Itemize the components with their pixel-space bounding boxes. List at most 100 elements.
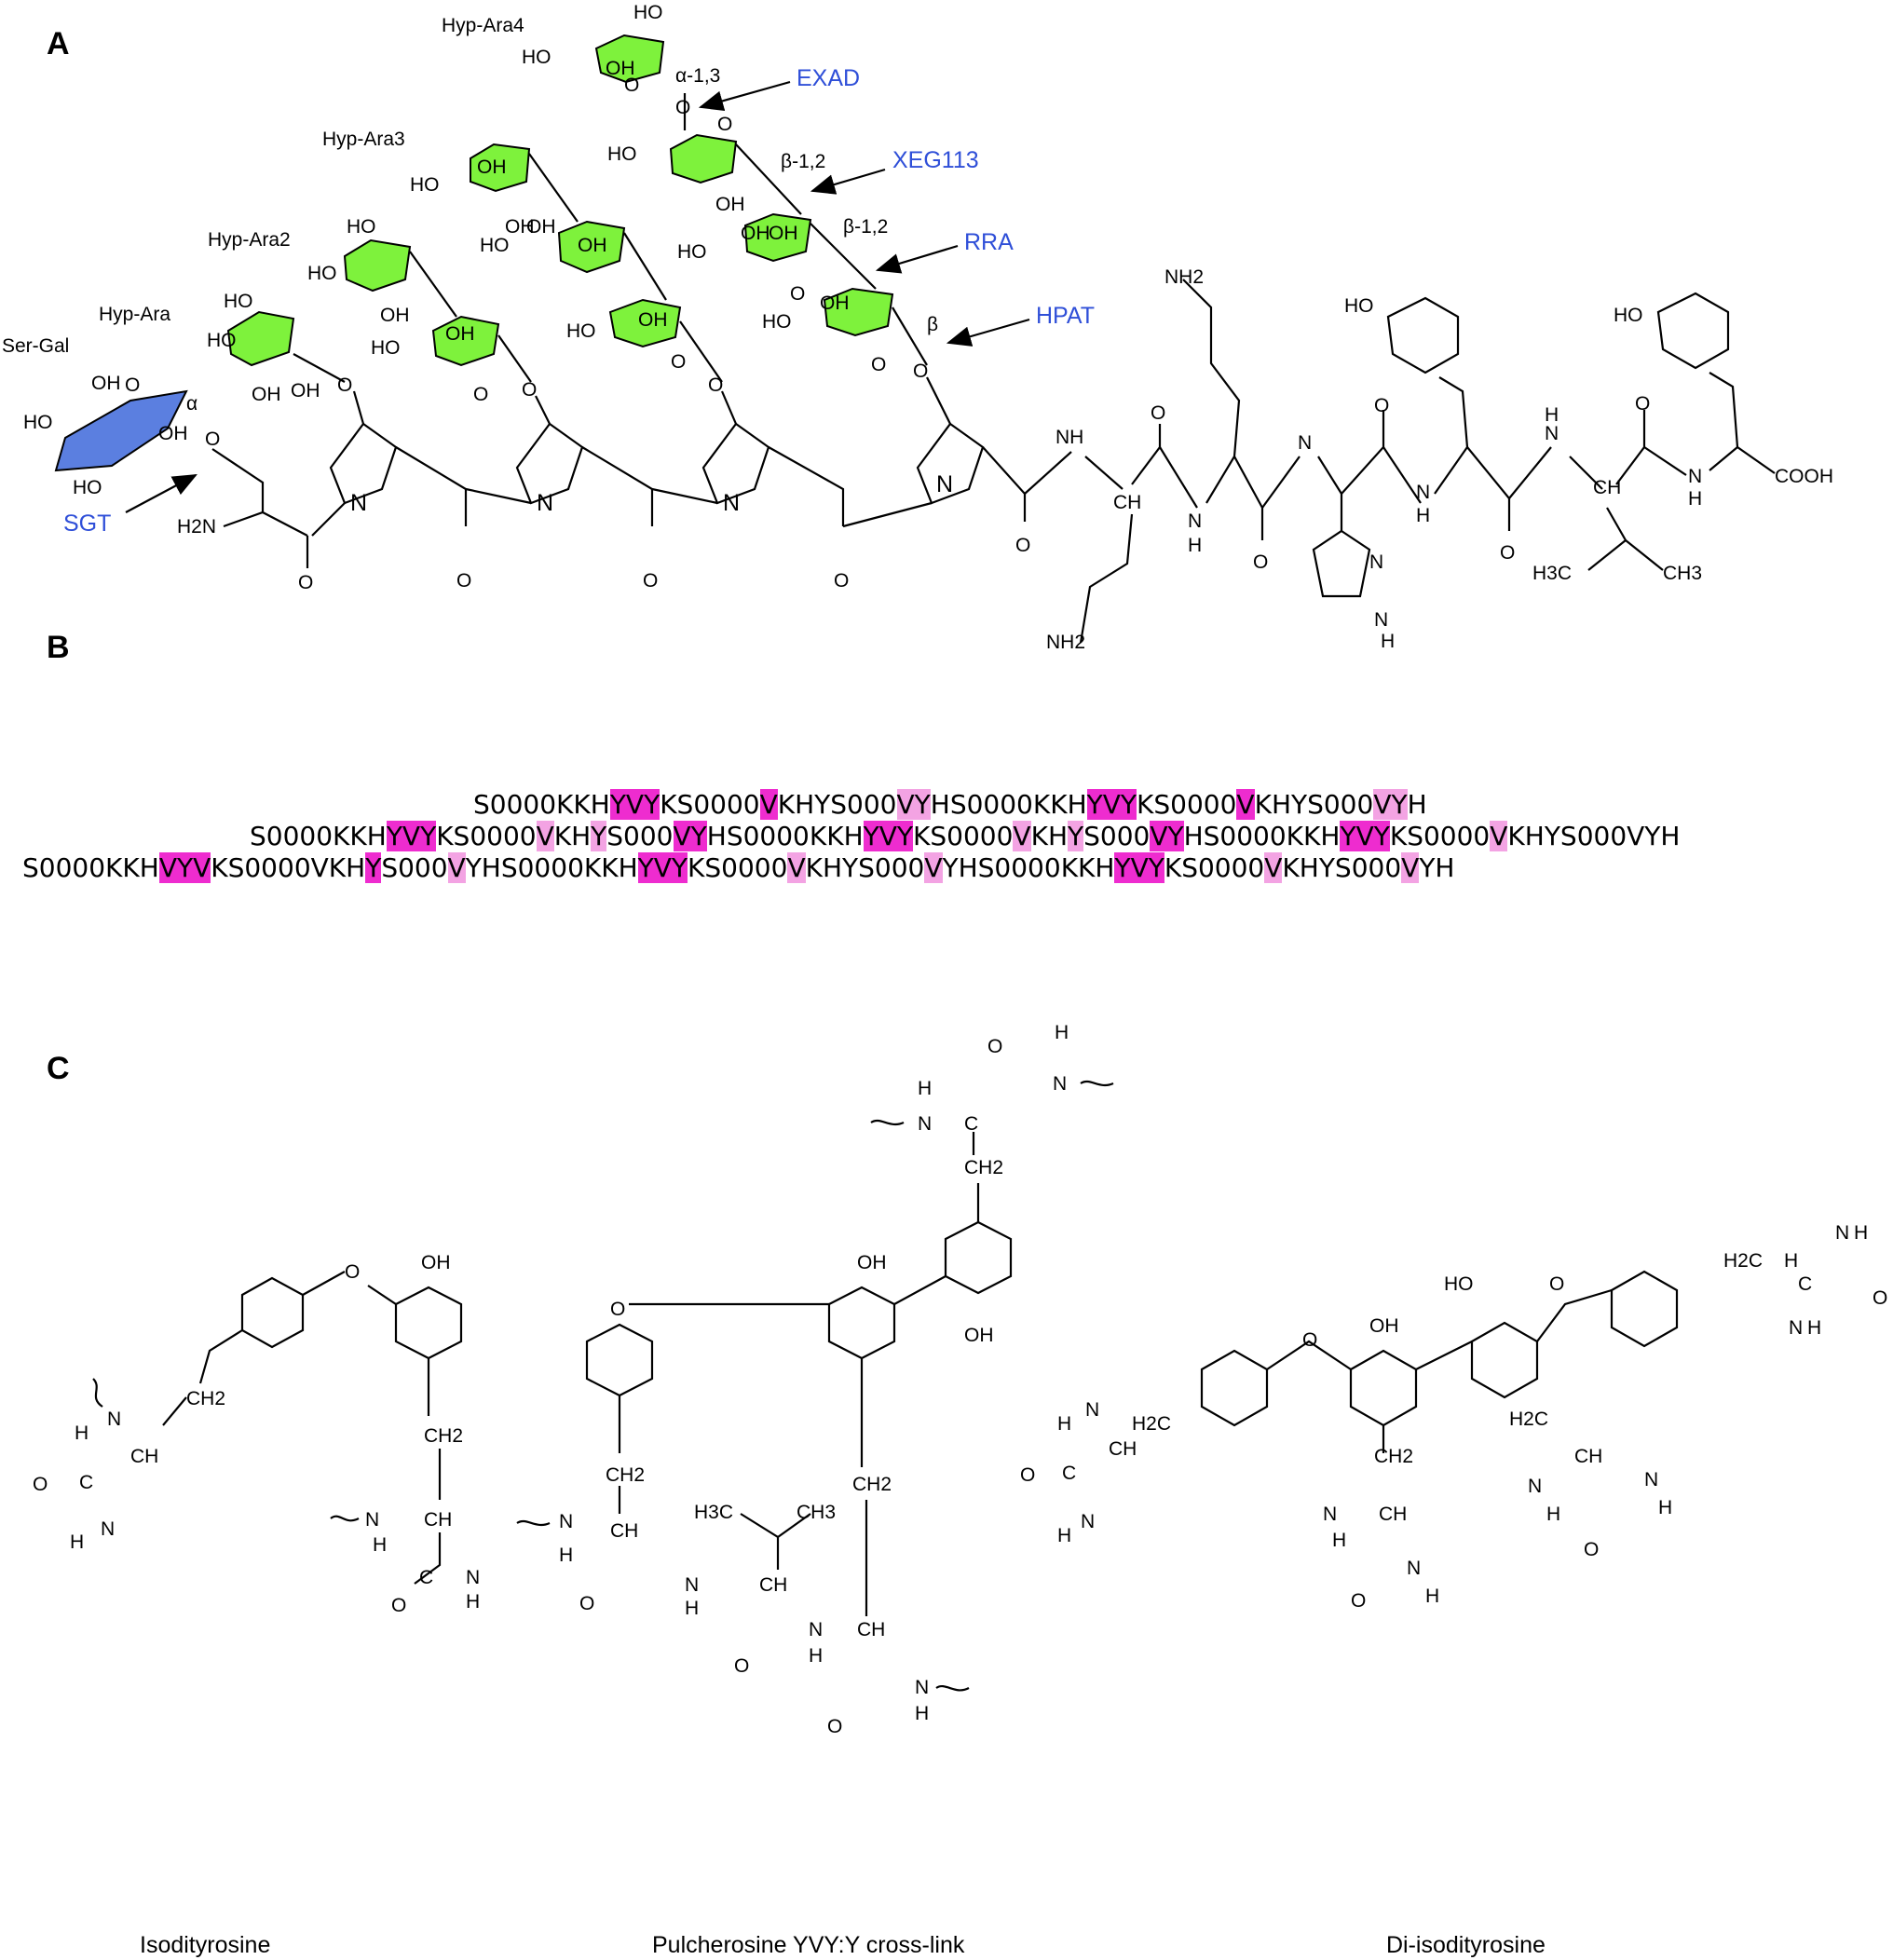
hyp3-n: N xyxy=(723,490,740,516)
panel-label-c: C xyxy=(47,1051,70,1086)
iso-n-r: N xyxy=(365,1509,379,1531)
di-h2c-a: H2C xyxy=(1723,1250,1763,1272)
pul-o-c: O xyxy=(827,1716,842,1737)
sequence-segment: S0000KKH xyxy=(250,821,387,851)
sequence-segment: V xyxy=(447,852,466,883)
pulcherosine-structure: OH OH O CH2 CH N H O N H CH H3C CH3 O N … xyxy=(516,1022,1114,1737)
ara4b-oh: OH xyxy=(715,194,745,215)
ara3b-oh2: OH xyxy=(578,235,607,256)
iso-ch-l: CH xyxy=(130,1446,158,1467)
di-h-h: H xyxy=(1546,1504,1560,1525)
hyp4-o: O xyxy=(913,361,928,382)
sequence-segment: V xyxy=(1401,852,1420,883)
hyp2-carbonyl-o: O xyxy=(643,570,658,592)
di-isodityrosine-structure: O O OH HO H2C H C N H O N H H2C CH N H O… xyxy=(1020,1222,1887,1612)
sequence-segment: VY xyxy=(1373,789,1408,820)
di-o1: O xyxy=(1302,1329,1317,1351)
iso-n2-r: N xyxy=(466,1567,480,1588)
sequence-segment: V xyxy=(1264,852,1283,883)
sequence-segment: VYV xyxy=(158,852,211,883)
ara4-ring-o: O xyxy=(624,75,639,96)
panel-a-structure: Ser-Gal Hyp-Ara Hyp-Ara2 Hyp-Ara3 Hyp-Ar… xyxy=(2,2,1833,653)
di-n-f: N xyxy=(1407,1558,1421,1579)
di-ch-c: CH xyxy=(1379,1504,1407,1525)
hyp-1: N O O xyxy=(311,374,471,592)
sequence-segment: KS0000 xyxy=(1164,852,1265,883)
ara4d-o: O xyxy=(871,354,886,375)
sequence-segment: Y xyxy=(365,852,382,883)
hyp-4: N O O xyxy=(842,361,1030,556)
di-ch-d: CH xyxy=(1574,1446,1602,1467)
di-h-c: H xyxy=(1807,1317,1821,1339)
sequence-segment: VY xyxy=(673,821,707,851)
ara-chain-1: HO HO OH OH xyxy=(207,291,346,405)
ara-chain-4: HO HO OH O α-1,3 O HO O OH β-1,2 HO OH O… xyxy=(522,2,938,375)
ara4b-o: O xyxy=(717,114,732,135)
ara2b-oh: OH xyxy=(445,323,475,345)
galactose-ring xyxy=(54,389,188,472)
di-h-f: H xyxy=(1332,1530,1346,1551)
pep-o1: O xyxy=(1151,402,1165,424)
caption-pulcherosine: Pulcherosine YVY:Y cross-link xyxy=(652,1932,965,1958)
sequence-segment: KHYS000 xyxy=(1254,789,1374,820)
pep-cooh: COOH xyxy=(1775,466,1833,487)
sequence-segment: YVY xyxy=(1340,821,1390,851)
pul-n-b: N xyxy=(685,1574,699,1596)
his-n2: N xyxy=(1374,609,1388,631)
ara4-oh-top: HO xyxy=(633,2,663,23)
iso-o-l: O xyxy=(33,1474,48,1495)
pep-o5: O xyxy=(1635,393,1650,415)
label-hyp-ara: Hyp-Ara xyxy=(99,304,170,325)
sequence-segment: KS0000 xyxy=(1137,789,1237,820)
di-ho: HO xyxy=(1444,1273,1474,1295)
sequence-segment: HS0000KKH xyxy=(1183,821,1341,851)
panel-label-a: A xyxy=(47,26,70,61)
sequence-segment: KS0000 xyxy=(1389,821,1491,851)
pul-ch2-a: CH2 xyxy=(606,1464,645,1486)
di-h-b: H xyxy=(1854,1222,1868,1244)
di-h-i: H xyxy=(1658,1497,1672,1518)
di-o-b: O xyxy=(1020,1464,1035,1486)
ara3b-oh: OH xyxy=(526,216,556,238)
iso-ch2-l: CH2 xyxy=(186,1388,225,1409)
link-beta12-b: β-1,2 xyxy=(843,216,888,238)
hyp-3: N O O xyxy=(651,374,849,592)
pul-ch2-c: CH2 xyxy=(852,1474,892,1495)
gal-oh-right: OH xyxy=(158,423,188,444)
label-hyp-ara2: Hyp-Ara2 xyxy=(208,229,291,251)
hyp1-n: N xyxy=(350,490,367,516)
di-o2: O xyxy=(1549,1273,1564,1295)
di-h-g: H xyxy=(1425,1586,1439,1607)
pul-h3c: H3C xyxy=(694,1502,733,1523)
ser-h2n: H2N xyxy=(177,516,216,538)
hyp3-o: O xyxy=(708,374,723,396)
sequence-segment: S000 xyxy=(606,821,674,851)
gal-oh-top: OH xyxy=(91,373,121,394)
iso-ch2-r: CH2 xyxy=(424,1425,463,1447)
pep-h5: H xyxy=(1545,404,1559,426)
pul-ch-c: CH xyxy=(857,1619,885,1640)
hyp4-n: N xyxy=(936,471,953,497)
pul-n2-top: N xyxy=(1053,1073,1067,1095)
ara2-ho3: HO xyxy=(371,337,401,359)
sequence-segment: S0000KKH xyxy=(22,852,159,883)
tyr1-ho: HO xyxy=(1344,295,1374,317)
ara4-oh: OH xyxy=(606,58,635,79)
sequence-segment: KS0000VKH xyxy=(211,852,366,883)
iso-h-r: H xyxy=(373,1534,387,1556)
sequence-segment: YVY xyxy=(1114,852,1164,883)
enzyme-xeg113: XEG113 xyxy=(892,147,979,173)
pep-nh5: N xyxy=(1545,423,1559,444)
pep-ch-val: CH xyxy=(1593,477,1621,498)
di-o-d: O xyxy=(1584,1539,1599,1560)
sequence-segment: V xyxy=(787,852,806,883)
val-h3c: H3C xyxy=(1532,563,1572,584)
pep-o4: O xyxy=(1500,542,1515,564)
ara1-ho2: HO xyxy=(207,330,237,351)
pul-ch-a: CH xyxy=(610,1520,638,1542)
iso-h-l: H xyxy=(75,1422,89,1444)
ara-chain-2: HO HO OH HO OH O xyxy=(307,216,532,405)
sequence-segment: Y xyxy=(1068,821,1084,851)
pep-nh3: N xyxy=(1298,432,1312,454)
